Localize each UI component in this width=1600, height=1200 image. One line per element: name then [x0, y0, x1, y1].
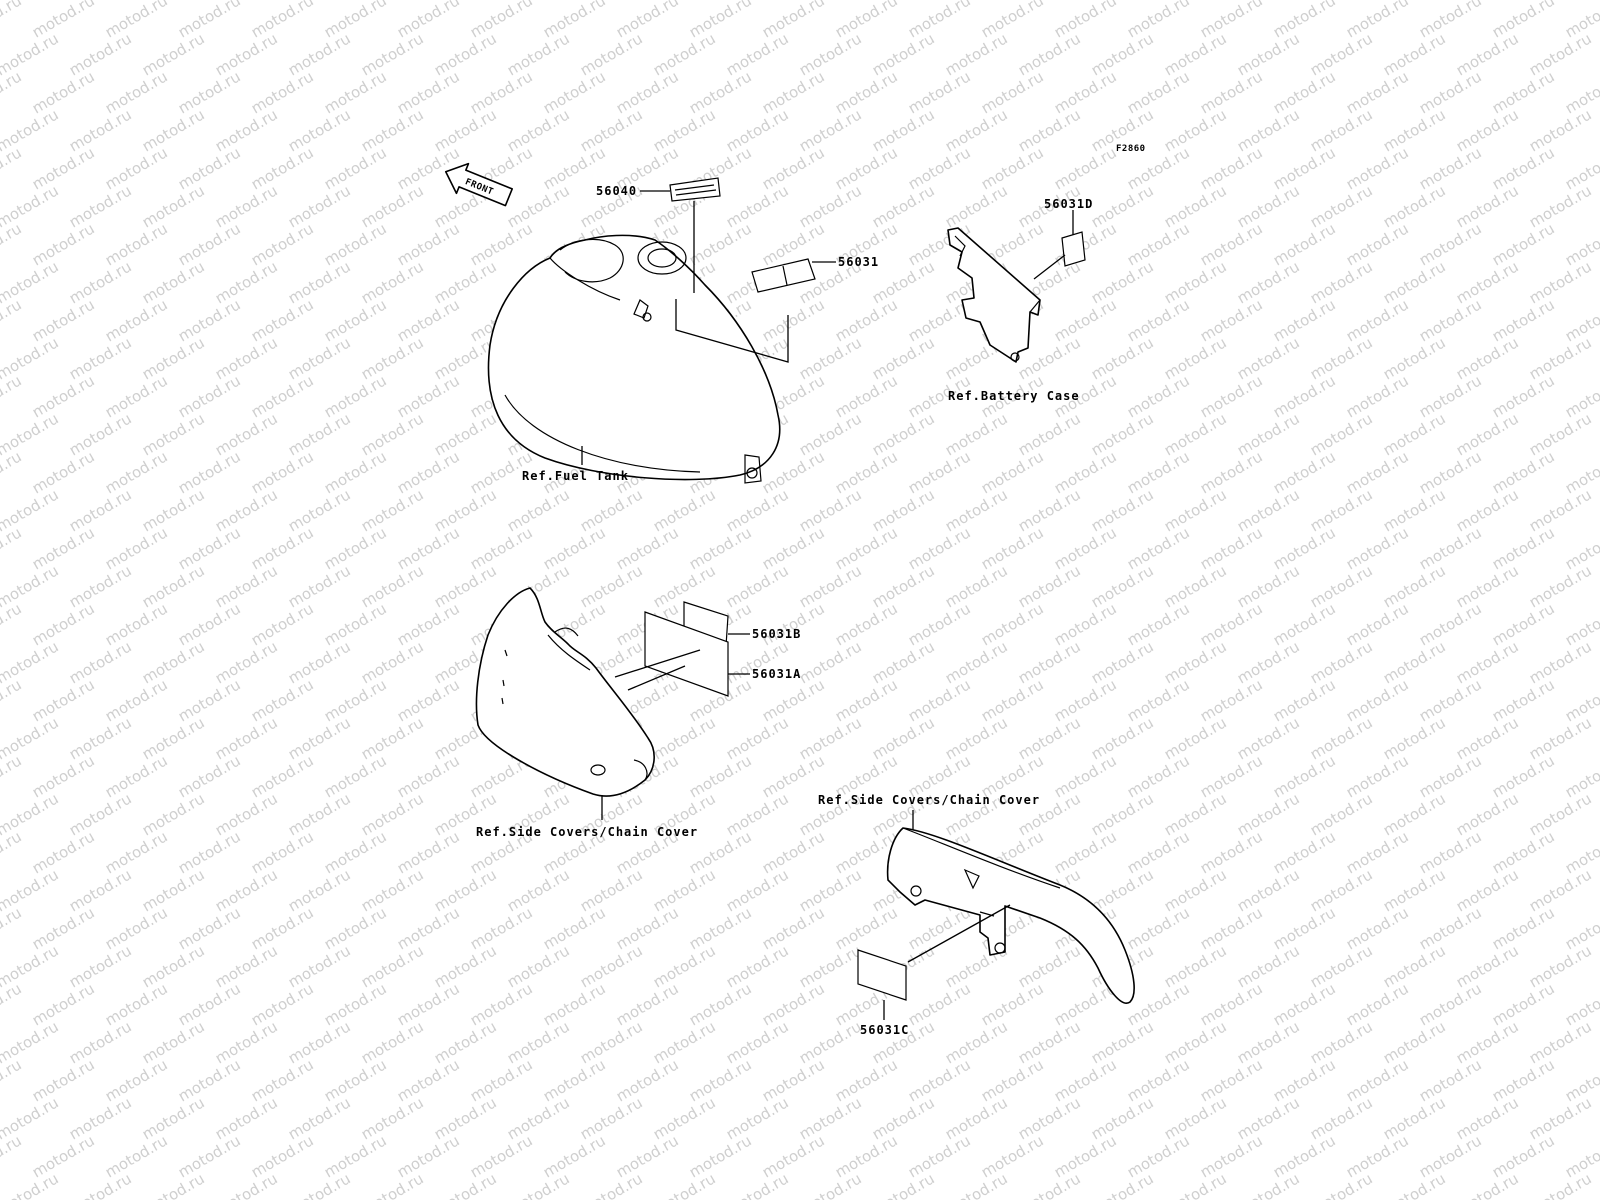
part-number-56031B: 56031B	[752, 627, 801, 641]
figure-code: F2860	[1116, 144, 1146, 154]
chain-cover	[886, 827, 1135, 1004]
decal-56031D	[1061, 231, 1086, 267]
decal-56031C	[857, 949, 907, 1001]
part-number-56031A: 56031A	[752, 667, 801, 681]
part-number-56031D: 56031D	[1044, 197, 1093, 211]
battery-case	[947, 227, 1041, 363]
decal-56031	[751, 258, 816, 293]
ref-side-covers-right-label: Ref.Side Covers/Chain Cover	[818, 793, 1040, 807]
part-number-56031C: 56031C	[860, 1023, 909, 1037]
decal-56040	[669, 177, 721, 202]
ref-side-covers-left-label: Ref.Side Covers/Chain Cover	[476, 825, 698, 839]
side-cover-left	[475, 587, 655, 797]
part-number-56031: 56031	[838, 255, 879, 269]
part-number-56040: 56040	[596, 184, 637, 198]
fuel-tank	[487, 234, 781, 484]
ref-battery-case-label: Ref.Battery Case	[948, 389, 1080, 403]
ref-fuel-tank-label: Ref.Fuel Tank	[522, 469, 629, 483]
front-arrow-icon: FRONT	[444, 162, 513, 207]
